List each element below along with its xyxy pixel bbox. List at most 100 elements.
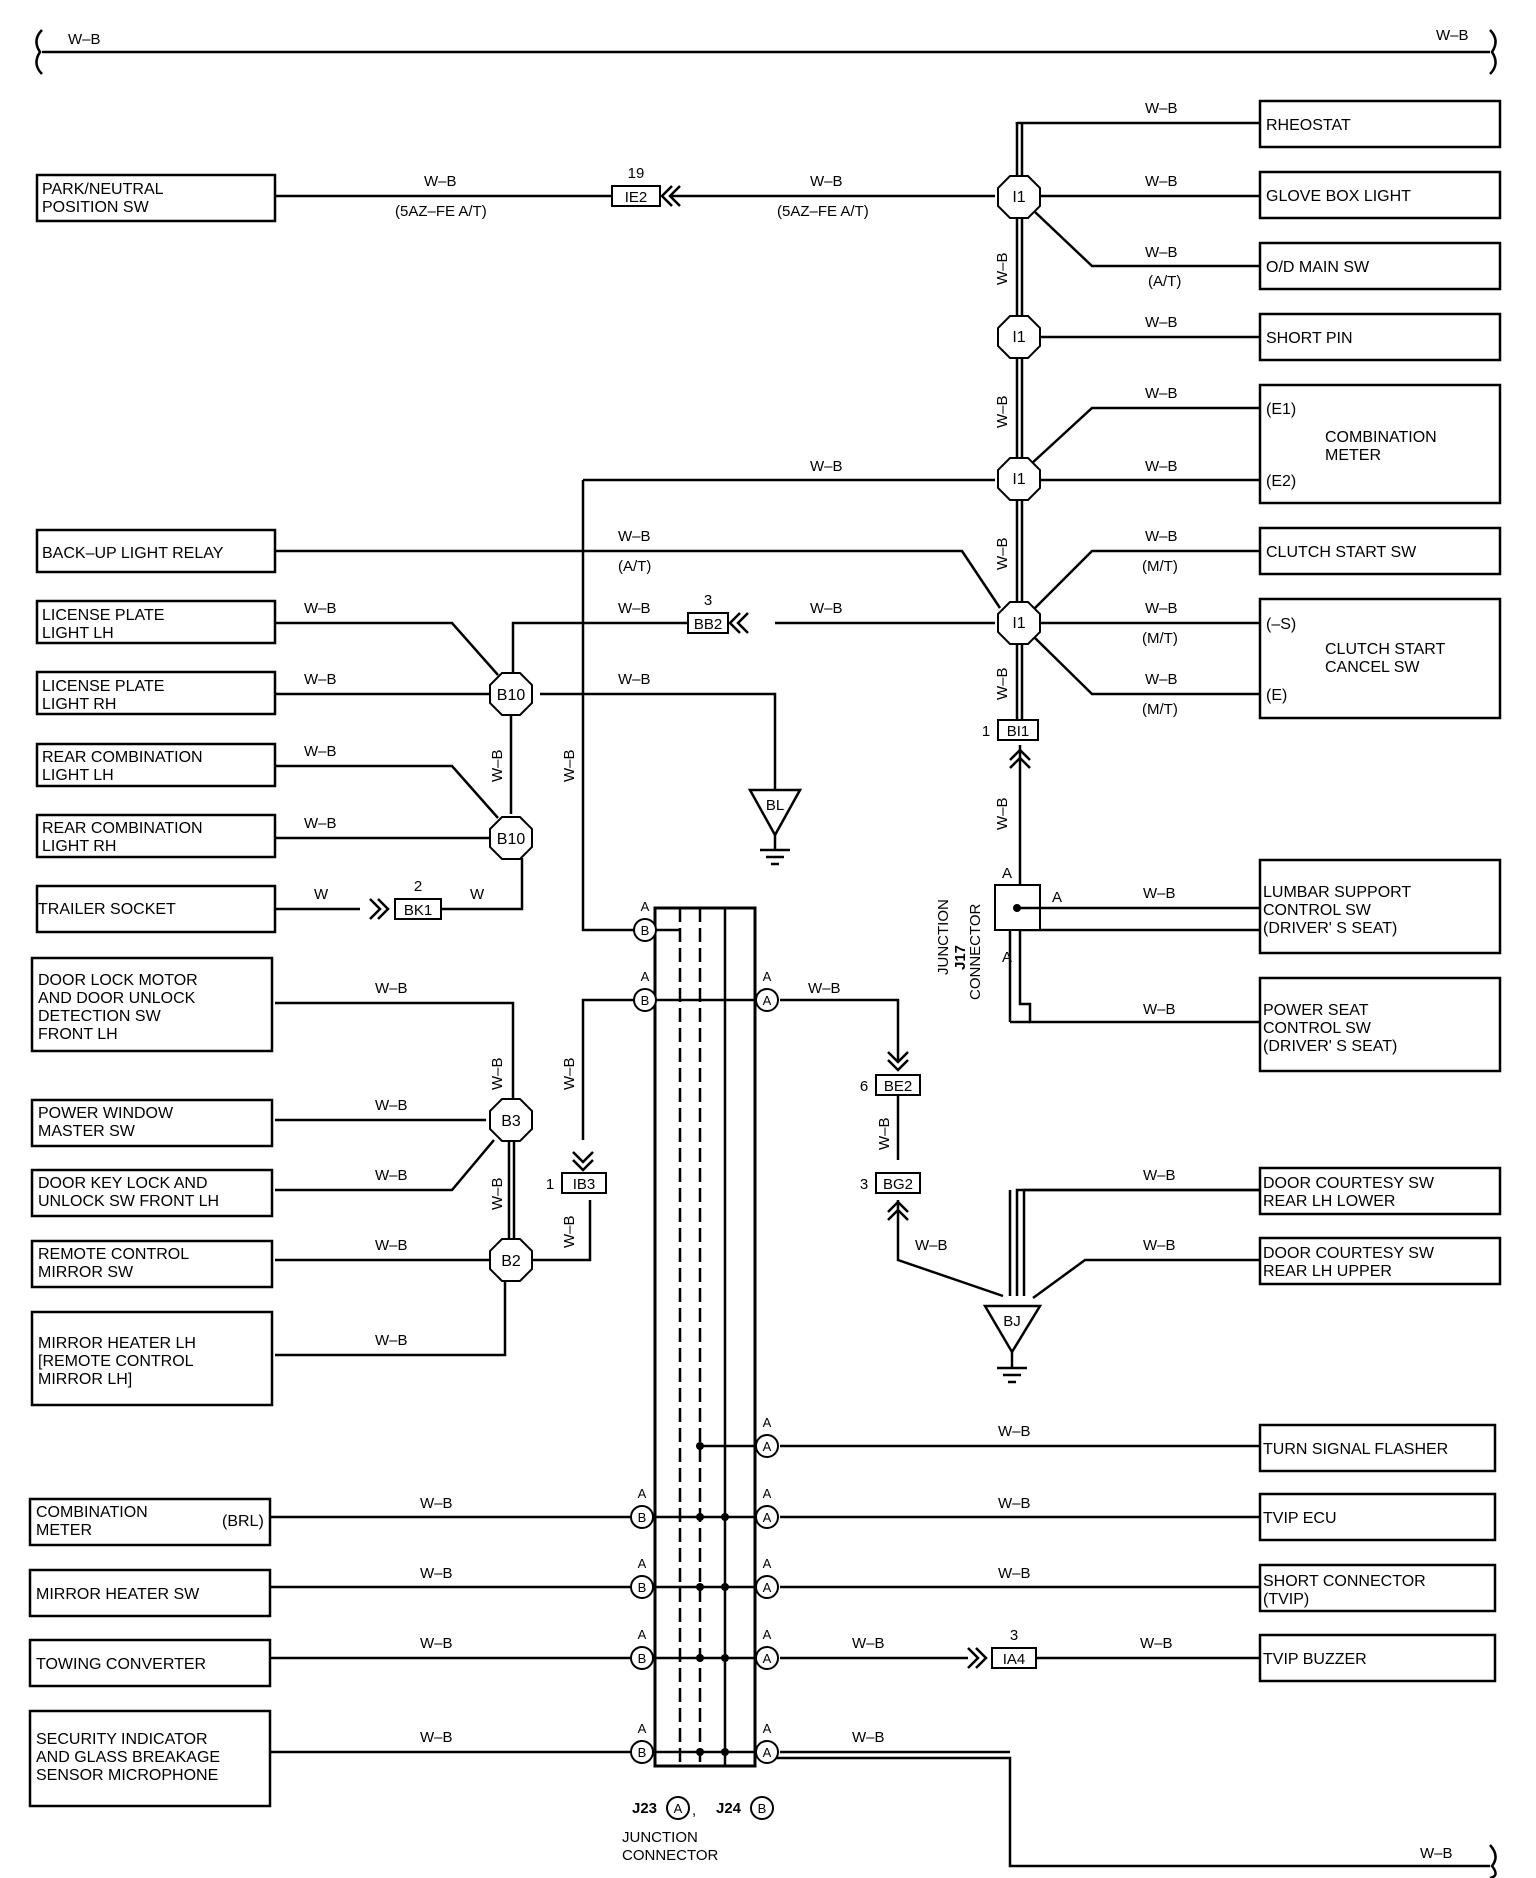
svg-text:BB2: BB2 (694, 616, 722, 633)
splice-i1-3: I1 (997, 457, 1041, 501)
connector-bk1: BK1 2 (369, 878, 442, 920)
svg-text:W: W (314, 886, 329, 903)
rheostat-label: RHEOSTAT (1266, 117, 1351, 134)
door-courtesy-upper-label: DOOR COURTESY SW (1263, 1245, 1435, 1262)
svg-text:W–B: W–B (561, 1057, 578, 1090)
svg-text:BG2: BG2 (883, 1176, 913, 1193)
svg-text:B: B (638, 1745, 647, 1760)
wire-labels: W–B W–B W–B W–B W–B (5AZ–FE A/T) W–B (5A… (68, 27, 1469, 1862)
svg-text:W–B: W–B (1145, 173, 1178, 190)
svg-text:B: B (758, 1801, 767, 1816)
svg-text:A: A (763, 1721, 772, 1736)
svg-text:(A/T): (A/T) (1148, 273, 1181, 290)
pin-a: AA (755, 969, 779, 1012)
svg-text:A: A (638, 1627, 647, 1642)
rear-comb-lh-label-2: LIGHT LH (42, 767, 114, 784)
pin-a: AA (755, 1415, 779, 1458)
remote-mirror-sw-label-2: MIRROR SW (38, 1264, 134, 1281)
connector-bi1: BI1 1 (982, 719, 1039, 769)
splice-i1-2: I1 (997, 315, 1041, 359)
mirror-heater-lh-label-2: [REMOTE CONTROL (38, 1353, 194, 1370)
svg-text:W–B: W–B (618, 600, 651, 617)
svg-text:A: A (641, 899, 650, 914)
connector-bg2: BG2 3 (860, 1172, 921, 1221)
svg-text:W–B: W–B (994, 252, 1011, 285)
connector-bb2: BB2 3 (687, 592, 749, 634)
svg-text:BL: BL (766, 797, 784, 814)
pin-a: AA (755, 1721, 779, 1764)
svg-text:W–B: W–B (618, 528, 651, 545)
svg-text:W–B: W–B (304, 815, 337, 832)
od-main-label: O/D MAIN SW (1266, 259, 1370, 276)
svg-text:W–B: W–B (375, 1332, 408, 1349)
svg-text:W–B: W–B (810, 600, 843, 617)
svg-text:I1: I1 (1012, 471, 1025, 488)
park-neutral-label-2: POSITION SW (42, 199, 150, 216)
mirror-heater-sw-label: MIRROR HEATER SW (36, 1586, 200, 1603)
svg-text:W–B: W–B (420, 1635, 453, 1652)
junction-connector-body (653, 906, 757, 1768)
svg-text:W–B: W–B (1145, 385, 1178, 402)
glove-box-label: GLOVE BOX LIGHT (1266, 188, 1411, 205)
license-plate-rh-label-2: LIGHT RH (42, 696, 116, 713)
svg-text:W–B: W–B (375, 980, 408, 997)
svg-text:W–B: W–B (808, 980, 841, 997)
svg-text:W–B: W–B (1145, 314, 1178, 331)
towing-converter-label: TOWING CONVERTER (36, 1656, 206, 1673)
svg-text:A: A (638, 1721, 647, 1736)
door-lock-motor-label-4: FRONT LH (38, 1026, 118, 1043)
svg-text:3: 3 (704, 592, 712, 609)
svg-text:BJ: BJ (1003, 1313, 1021, 1330)
svg-text:A: A (763, 993, 772, 1008)
clutch-start-label: CLUTCH START SW (1266, 544, 1417, 561)
svg-text:W–B: W–B (489, 749, 506, 782)
svg-text:W–B: W–B (915, 1237, 948, 1254)
tvip-buzzer-label: TVIP BUZZER (1263, 1651, 1367, 1668)
svg-text:W–B: W–B (420, 1565, 453, 1582)
door-courtesy-upper-label-2: REAR LH UPPER (1263, 1263, 1392, 1280)
svg-text:W: W (470, 886, 485, 903)
svg-text:3: 3 (1010, 1627, 1018, 1644)
splice-b2: B2 (489, 1238, 533, 1282)
svg-text:W–B: W–B (998, 1423, 1031, 1440)
svg-text:A: A (674, 1801, 683, 1816)
svg-text:W–B: W–B (1143, 1167, 1176, 1184)
connector-ia4: IA4 3 (967, 1627, 1037, 1669)
svg-text:A: A (1002, 865, 1012, 882)
svg-text:W–B: W–B (304, 671, 337, 688)
svg-text:A: A (763, 1415, 772, 1430)
svg-text:W–B: W–B (998, 1565, 1031, 1582)
svg-text:W–B: W–B (994, 797, 1011, 830)
svg-text:A: A (763, 1627, 772, 1642)
tvip-ecu-label: TVIP ECU (1263, 1510, 1337, 1527)
svg-text:W–B: W–B (852, 1635, 885, 1652)
svg-text:W–B: W–B (561, 749, 578, 782)
svg-text:A: A (641, 969, 650, 984)
svg-text:W–B: W–B (68, 31, 101, 48)
short-connector-label: SHORT CONNECTOR (1263, 1573, 1426, 1590)
svg-text:A: A (1052, 889, 1062, 906)
component-labels: PARK/NEUTRAL POSITION SW BACK–UP LIGHT R… (36, 117, 1448, 1784)
pin-a: AA (755, 1556, 779, 1599)
svg-text:B: B (638, 1651, 647, 1666)
svg-text:W–B: W–B (375, 1097, 408, 1114)
svg-text:A: A (763, 1486, 772, 1501)
svg-text:W–B: W–B (561, 1215, 578, 1248)
svg-text:W–B: W–B (1145, 600, 1178, 617)
rear-comb-rh-label-2: LIGHT RH (42, 838, 116, 855)
svg-text:W–B: W–B (618, 671, 651, 688)
svg-text:J23: J23 (632, 1800, 657, 1817)
power-seat-label-3: (DRIVER' S SEAT) (1263, 1038, 1397, 1055)
svg-text:B: B (638, 1580, 647, 1595)
svg-text:B: B (638, 1510, 647, 1525)
door-courtesy-lower-label-2: REAR LH LOWER (1263, 1193, 1395, 1210)
svg-text:B3: B3 (501, 1113, 521, 1130)
svg-text:2: 2 (414, 878, 422, 895)
svg-text:BE2: BE2 (884, 1078, 912, 1095)
combination-meter-right-label-2: METER (1325, 447, 1381, 464)
svg-text:IB3: IB3 (573, 1176, 596, 1193)
svg-text:(A/T): (A/T) (618, 558, 651, 575)
splice-b10-2: B10 (489, 816, 533, 860)
svg-text:W–B: W–B (424, 173, 457, 190)
